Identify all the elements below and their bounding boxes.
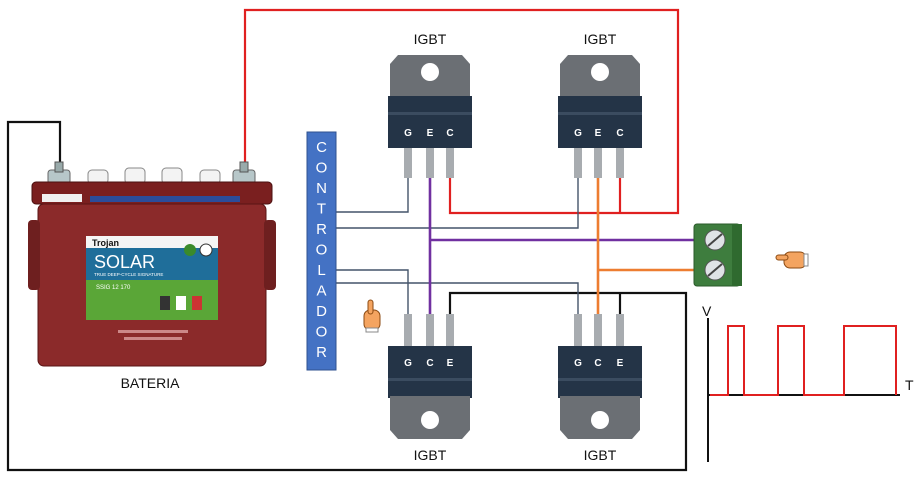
igbt-label: IGBT xyxy=(584,31,617,47)
battery-label: BATERIA xyxy=(121,375,181,391)
controller-letter: R xyxy=(316,344,327,361)
controller-letter: O xyxy=(316,324,328,341)
igbt-pin-label: G xyxy=(574,128,582,139)
igbt-mount-hole xyxy=(591,411,609,429)
igbt-leads xyxy=(404,314,454,348)
igbt-bottom-left: G C E IGBT xyxy=(388,314,472,463)
igbt-leads xyxy=(574,314,624,348)
controller-letter: L xyxy=(317,262,325,279)
hand-pointer-icon xyxy=(775,251,809,269)
igbt-pin-label: E xyxy=(595,128,602,139)
controller-letter: A xyxy=(316,283,326,300)
controller-letter: O xyxy=(316,242,328,259)
igbt-label: IGBT xyxy=(414,31,447,47)
battery-tagline: TRUE DEEP-CYCLE SIGNATURE xyxy=(94,272,163,277)
y-axis-label: V xyxy=(702,303,712,319)
igbt-bottom-right: G C E IGBT xyxy=(558,314,642,463)
controller-letter: N xyxy=(316,180,327,197)
igbt-label: IGBT xyxy=(584,447,617,463)
igbt-pin-label: G xyxy=(404,128,412,139)
igbt-mount-hole xyxy=(591,63,609,81)
igbt-pin-label: E xyxy=(427,128,434,139)
igbt-body xyxy=(388,346,472,398)
controller-letter: R xyxy=(316,221,327,238)
igbt-pin-label: C xyxy=(426,358,433,369)
output-terminal-block xyxy=(693,223,742,287)
igbt-leads xyxy=(574,148,624,178)
pwm-waveform: V T xyxy=(702,303,914,462)
igbt-top-left: IGBT G E C xyxy=(388,31,472,178)
gate-wire-4 xyxy=(336,282,579,318)
gate-wire-2 xyxy=(336,175,579,229)
igbt-body xyxy=(558,96,642,148)
igbt-pin-label: E xyxy=(447,358,454,369)
battery-terminals xyxy=(47,161,256,185)
recycle-icon xyxy=(184,244,196,256)
battery-model: SSIG 12 170 xyxy=(96,285,131,291)
igbt-leads xyxy=(404,148,454,178)
igbt-pin-label: C xyxy=(616,128,623,139)
controller-box xyxy=(306,131,337,371)
igbt-body xyxy=(388,96,472,148)
battery-brand: Trojan xyxy=(92,238,119,248)
igbt-pin-label: G xyxy=(574,358,582,369)
igbt-pin-label: G xyxy=(404,358,412,369)
igbt-body xyxy=(558,346,642,398)
battery-product: SOLAR xyxy=(94,252,155,272)
battery: Trojan SOLAR TRUE DEEP-CYCLE SIGNATURE S… xyxy=(28,161,276,391)
bin-icon xyxy=(199,243,213,257)
controller-letter: D xyxy=(316,303,327,320)
igbt-top-right: IGBT G E C xyxy=(558,31,642,178)
controller-letter: C xyxy=(316,139,327,156)
pwm-signal xyxy=(710,325,897,396)
igbt-mount-hole xyxy=(421,63,439,81)
x-axis-label: T xyxy=(905,377,914,393)
controller-letter: O xyxy=(316,160,328,177)
igbt-pin-label: C xyxy=(446,128,453,139)
wires xyxy=(6,8,710,472)
gate-wire-1 xyxy=(336,175,409,213)
igbt-label: IGBT xyxy=(414,447,447,463)
igbt-mount-hole xyxy=(421,411,439,429)
positive-wire xyxy=(243,8,680,215)
controller-letter: T xyxy=(317,201,326,218)
igbt-pin-label: E xyxy=(617,358,624,369)
negative-wire xyxy=(6,120,688,472)
gate-wire-3 xyxy=(336,269,409,318)
hand-pointer-icon xyxy=(363,299,381,333)
igbt-pin-label: C xyxy=(594,358,601,369)
